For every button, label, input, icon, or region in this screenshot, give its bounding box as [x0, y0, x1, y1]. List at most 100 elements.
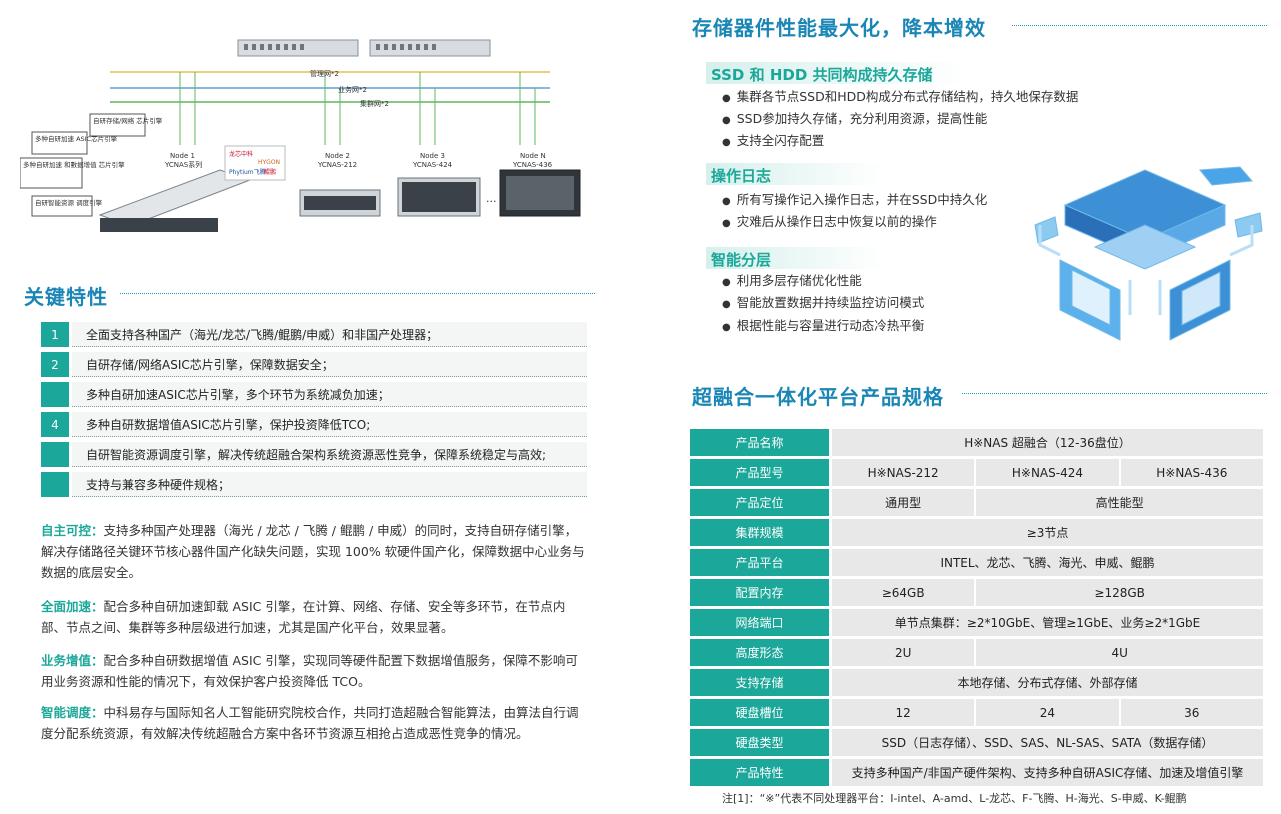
spec-label: 产品型号	[690, 459, 832, 486]
svg-text:Phytium飞腾: Phytium飞腾	[229, 168, 266, 176]
spec-value: 高性能型	[976, 489, 1265, 516]
server-icon	[397, 177, 481, 217]
subtitle-bg	[706, 163, 886, 185]
spec-value: H※NAS-212	[832, 459, 977, 486]
net-label-biz: 业务网*2	[338, 85, 367, 94]
paragraph-heading: 全面加速：	[41, 599, 104, 614]
paragraph-body: 配合多种自研加速卸载 ASIC 引擎，在计算、网络、存储、安全等多环节，在节点内…	[41, 599, 566, 635]
spec-label: 网络端口	[690, 609, 832, 636]
paragraph-acceleration: 全面加速：配合多种自研加速卸载 ASIC 引擎，在计算、网络、存储、安全等多环节…	[41, 596, 589, 638]
spec-label: 产品定位	[690, 489, 832, 516]
feature-number	[41, 472, 69, 497]
key-features-list: 1 全面支持各种国产（海光/龙芯/飞腾/鲲鹏/申威）和非国产处理器； 2 自研存…	[41, 322, 587, 502]
spec-row: 产品特性支持多种国产/非国产硬件架构、支持多种自研ASIC存储、加速及增值引擎	[690, 759, 1265, 786]
paragraph-heading: 自主可控：	[41, 523, 104, 538]
feature-number: 1	[41, 322, 69, 347]
spec-label: 配置内存	[690, 579, 832, 606]
spec-value: H※NAS-424	[976, 459, 1121, 486]
feature-row: 自研智能资源调度引擎，解决传统超融合架构系统资源恶性竞争，保障系统稳定与高效;	[41, 442, 587, 467]
title-divider	[1012, 25, 1267, 26]
feature-number	[41, 442, 69, 467]
paragraph-body: 支持多种国产处理器（海光 / 龙芯 / 飞腾 / 鲲鹏 / 申威）的同时，支持自…	[41, 523, 585, 580]
feature-number: 4	[41, 412, 69, 437]
group-title-oplog: 操作日志	[711, 167, 772, 185]
callout: 多种自研加速 ASIC芯片引擎	[35, 134, 118, 143]
spec-value: 36	[1120, 699, 1265, 726]
spec-value: ≥128GB	[976, 579, 1265, 606]
title-divider	[120, 293, 595, 294]
feature-row: 2 自研存储/网络ASIC芯片引擎，保障数据安全；	[41, 352, 587, 377]
spec-label: 高度形态	[690, 639, 832, 666]
group-title-tiering: 智能分层	[711, 251, 772, 269]
spec-value: ≥3节点	[832, 519, 1265, 546]
paragraph-scheduling: 智能调度：中科易存与国际知名人工智能研究院校合作，共同打造超融合智能算法，由算法…	[41, 702, 589, 744]
spec-label: 产品名称	[690, 429, 832, 456]
spec-row: 产品定位通用型高性能型	[690, 489, 1265, 516]
paragraph-autonomy: 自主可控：支持多种国产处理器（海光 / 龙芯 / 飞腾 / 鲲鹏 / 申威）的同…	[41, 520, 589, 583]
feature-row: 支持与兼容多种硬件规格；	[41, 472, 587, 497]
bullet-item: SSD参加持久存储，充分利用资源，提高性能	[722, 108, 988, 127]
spec-row: 网络端口单节点集群：≥2*10GbE、管理≥1GbE、业务≥2*1GbE	[690, 609, 1265, 636]
net-label-cluster: 集群网*2	[360, 99, 389, 108]
group-title-ssd-hdd: SSD 和 HDD 共同构成持久存储	[711, 66, 933, 84]
spec-value: 通用型	[832, 489, 977, 516]
paragraph-heading: 智能调度：	[41, 705, 104, 720]
spec-value: 单节点集群：≥2*10GbE、管理≥1GbE、业务≥2*1GbE	[832, 609, 1265, 636]
feature-text: 自研存储/网络ASIC芯片引擎，保障数据安全；	[72, 352, 587, 377]
spec-value: ≥64GB	[832, 579, 977, 606]
spec-row: 集群规模≥3节点	[690, 519, 1265, 546]
node-model: YCNAS-424	[412, 161, 453, 169]
spec-label: 硬盘槽位	[690, 699, 832, 726]
spec-label: 支持存储	[690, 669, 832, 696]
svg-text:HYGON: HYGON	[258, 159, 280, 166]
node-model: YCNAS-212	[317, 161, 357, 169]
bullet-item: 集群各节点SSD和HDD构成分布式存储结构，持久地保存数据	[722, 86, 1079, 105]
spec-row: 配置内存≥64GB≥128GB	[690, 579, 1265, 606]
server-board-icon	[98, 169, 252, 232]
bullet-item: 根据性能与容量进行动态冷热平衡	[722, 315, 925, 334]
spec-footnote: 注[1]：“※”代表不同处理器平台：I-intel、A-amd、L-龙芯、F-飞…	[722, 792, 1187, 805]
spec-value: INTEL、龙芯、飞腾、海光、申威、鲲鹏	[832, 549, 1265, 576]
feature-text: 多种自研数据增值ASIC芯片引擎，保护投资降低TCO;	[72, 412, 587, 437]
svg-text:龙芯中科: 龙芯中科	[229, 150, 253, 158]
spec-value: 本地存储、分布式存储、外部存储	[832, 669, 1265, 696]
feature-text: 全面支持各种国产（海光/龙芯/飞腾/鲲鹏/申威）和非国产处理器；	[72, 322, 587, 347]
spec-value: 12	[832, 699, 977, 726]
storage-perf-title: 存储器件性能最大化，降本增效	[692, 16, 986, 40]
spec-value: 24	[976, 699, 1121, 726]
bullet-item: 利用多层存储优化性能	[722, 270, 862, 289]
spec-value: 2U	[832, 639, 977, 666]
bullet-item: 智能放置数据并持续监控访问模式	[722, 292, 925, 311]
spec-title: 超融合一体化平台产品规格	[692, 385, 944, 409]
paragraph-body: 中科易存与国际知名人工智能研究院校合作，共同打造超融合智能算法，由算法自行调度分…	[41, 705, 579, 741]
node-label: Node N	[520, 152, 546, 160]
cpu-vendor-logos: 龙芯中科 HYGON Phytium飞腾 鲲鹏	[224, 145, 286, 181]
spec-label: 产品特性	[690, 759, 832, 786]
node-model: YCNAS-436	[512, 161, 553, 169]
spec-label: 硬盘类型	[690, 729, 832, 756]
subtitle-bg	[706, 247, 886, 269]
callout: 多种自研加速 和數据增值 芯片引擎	[23, 160, 125, 169]
paragraph-body: 配合多种自研数据增值 ASIC 引擎，实现同等硬件配置下数据增值服务，保障不影响…	[41, 653, 578, 689]
node-label: Node 3	[420, 152, 445, 160]
paragraph-value-add: 业务增值：配合多种自研数据增值 ASIC 引擎，实现同等硬件配置下数据增值服务，…	[41, 650, 589, 692]
feature-text: 支持与兼容多种硬件规格；	[72, 472, 587, 497]
node-model: YCNAS系列	[164, 160, 202, 169]
callout: 自研智能资源 调度引擎	[35, 198, 103, 207]
storage-chip-illustration	[1034, 166, 1263, 341]
spec-value: 4U	[976, 639, 1265, 666]
bullet-item: 所有写操作记入操作日志，并在SSD中持久化	[722, 189, 988, 208]
feature-row: 4 多种自研数据增值ASIC芯片引擎，保护投资降低TCO;	[41, 412, 587, 437]
spec-label: 集群规模	[690, 519, 832, 546]
spec-label: 产品平台	[690, 549, 832, 576]
feature-number: 2	[41, 352, 69, 377]
svg-text:鲲鹏: 鲲鹏	[264, 168, 276, 176]
feature-text: 自研智能资源调度引擎，解决传统超融合架构系统资源恶性竞争，保障系统稳定与高效;	[72, 442, 587, 467]
node-label: Node 2	[325, 152, 350, 160]
key-features-title: 关键特性	[24, 285, 108, 309]
spec-value: H※NAS 超融合（12-36盘位）	[832, 429, 1265, 456]
